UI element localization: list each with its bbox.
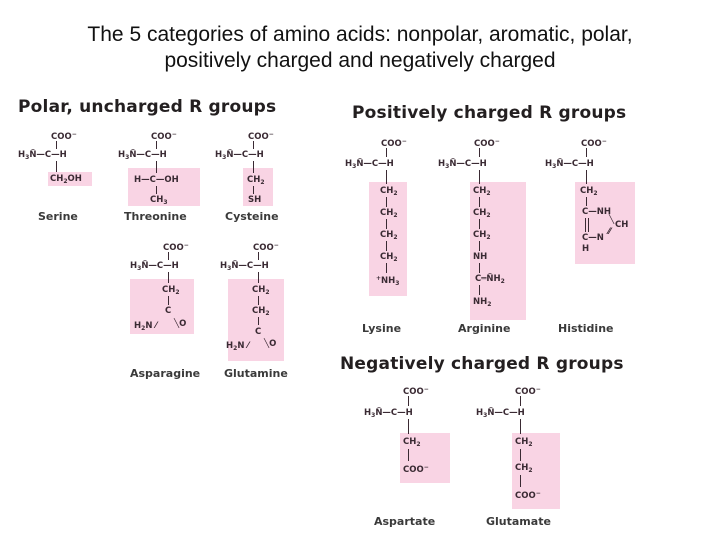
r-group-highlight — [130, 279, 194, 334]
heading-positively-charged: Positively charged R groups — [352, 103, 627, 123]
name-aspartate: Aspartate — [374, 515, 436, 528]
r-group-highlight — [369, 182, 407, 296]
name-lysine: Lysine — [362, 322, 402, 335]
r-group-highlight — [48, 172, 92, 186]
name-histidine: Histidine — [558, 322, 614, 335]
name-serine: Serine — [38, 210, 78, 223]
r-group-highlight — [128, 168, 200, 206]
title-line-1: The 5 categories of amino acids: nonpola… — [87, 23, 633, 46]
r-group-highlight — [243, 168, 273, 206]
r-group-highlight — [512, 433, 560, 509]
name-glutamate: Glutamate — [486, 515, 551, 528]
heading-negatively-charged: Negatively charged R groups — [340, 354, 624, 374]
title-line-2: positively charged and negatively charge… — [164, 49, 556, 72]
heading-polar-uncharged: Polar, uncharged R groups — [18, 97, 277, 117]
slide-title: The 5 categories of amino acids: nonpola… — [0, 22, 720, 74]
name-threonine: Threonine — [124, 210, 187, 223]
name-arginine: Arginine — [458, 322, 511, 335]
name-glutamine: Glutamine — [224, 367, 288, 380]
r-group-highlight — [228, 279, 284, 361]
name-asparagine: Asparagine — [130, 367, 201, 380]
name-cysteine: Cysteine — [225, 210, 279, 223]
